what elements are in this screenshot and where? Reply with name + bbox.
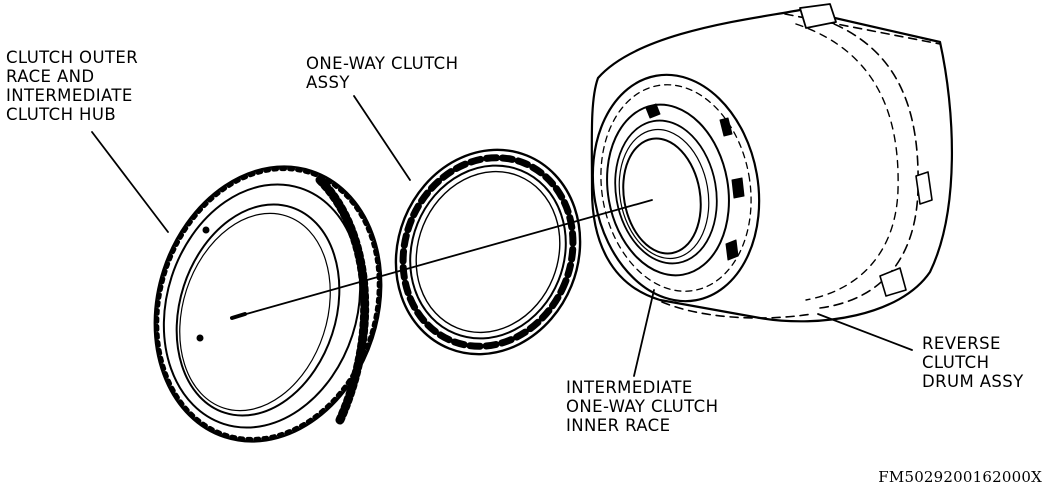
label-line: CLUTCH [922, 353, 990, 372]
label-line: RACE AND [6, 67, 95, 86]
label-line: INNER RACE [566, 416, 671, 435]
label-one-way-clutch-assy: ONE-WAY CLUTCH ASSY [306, 54, 458, 92]
leader-drum [817, 313, 913, 351]
leader-one-way-clutch [353, 95, 411, 181]
reverse-clutch-drum [590, 3, 953, 323]
label-line: INTERMEDIATE [566, 378, 693, 397]
figure-id: FM5029200162000X [878, 468, 1042, 486]
label-line: ASSY [306, 73, 350, 92]
label-clutch-outer-race: CLUTCH OUTER RACE AND INTERMEDIATE CLUTC… [6, 48, 138, 124]
leader-lines [91, 95, 913, 377]
label-line: ONE-WAY CLUTCH [566, 397, 719, 416]
assembly-axis-line [230, 199, 653, 320]
label-line: ONE-WAY CLUTCH [306, 54, 459, 73]
label-line: INTERMEDIATE [6, 86, 133, 105]
one-way-clutch-ring [394, 148, 582, 356]
label-line: REVERSE [922, 334, 1001, 353]
clutch-outer-race [153, 165, 383, 443]
label-line: DRUM ASSY [922, 372, 1024, 391]
leader-inner-race [633, 289, 655, 377]
label-reverse-clutch-drum: REVERSE CLUTCH DRUM ASSY [922, 334, 1024, 391]
label-inner-race: INTERMEDIATE ONE-WAY CLUTCH INNER RACE [566, 378, 718, 435]
label-line: CLUTCH HUB [6, 105, 117, 124]
leader-outer-race [91, 131, 169, 233]
label-line: CLUTCH OUTER [6, 48, 139, 67]
